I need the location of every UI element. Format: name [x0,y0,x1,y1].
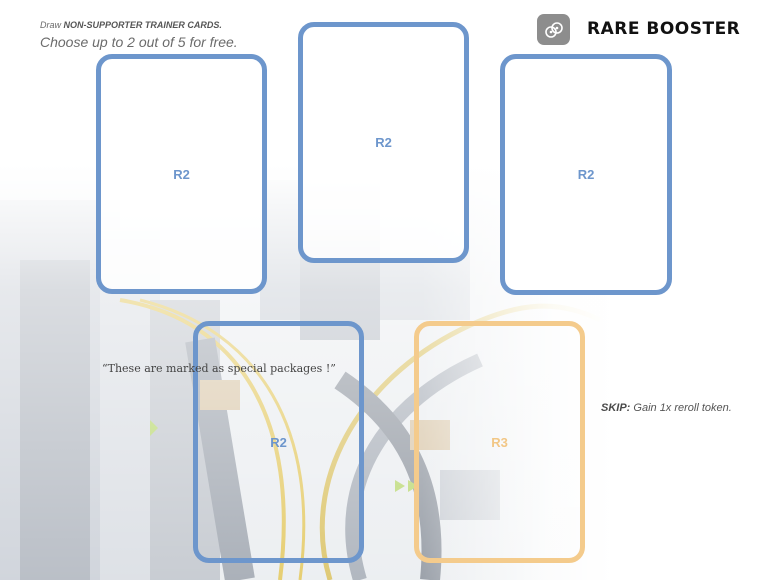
card-rarity: R2 [173,166,190,182]
skip-label: SKIP: [601,402,631,414]
card-rarity: R2 [270,434,287,450]
card-slot-3[interactable]: R2 [500,54,672,295]
card-rarity: R2 [577,167,595,182]
instruction-line: Draw NON-SUPPORTER TRAINER CARDS. [40,20,222,30]
skip-description: Gain 1x reroll token. [630,402,732,414]
booster-title: RARE BOOSTER [587,19,741,39]
skip-button[interactable]: SKIP: Gain 1x reroll token. [601,402,732,414]
reroll-icon[interactable] [537,14,570,45]
card-slot-2[interactable]: R2 [298,22,469,263]
card-rarity: R2 [375,135,392,150]
card-rarity: R3 [491,434,508,450]
card-slot-4[interactable]: R2 [193,321,364,563]
instruction-prefix: Draw [40,20,64,30]
card-slot-5[interactable]: R3 [414,321,585,563]
instruction-card-type: NON-SUPPORTER TRAINER CARDS. [63,20,222,30]
card-slot-1[interactable]: R2 [96,54,267,294]
dialogue-quote: “These are marked as special packages !” [102,362,336,375]
choose-instruction: Choose up to 2 out of 5 for free. [40,34,238,50]
